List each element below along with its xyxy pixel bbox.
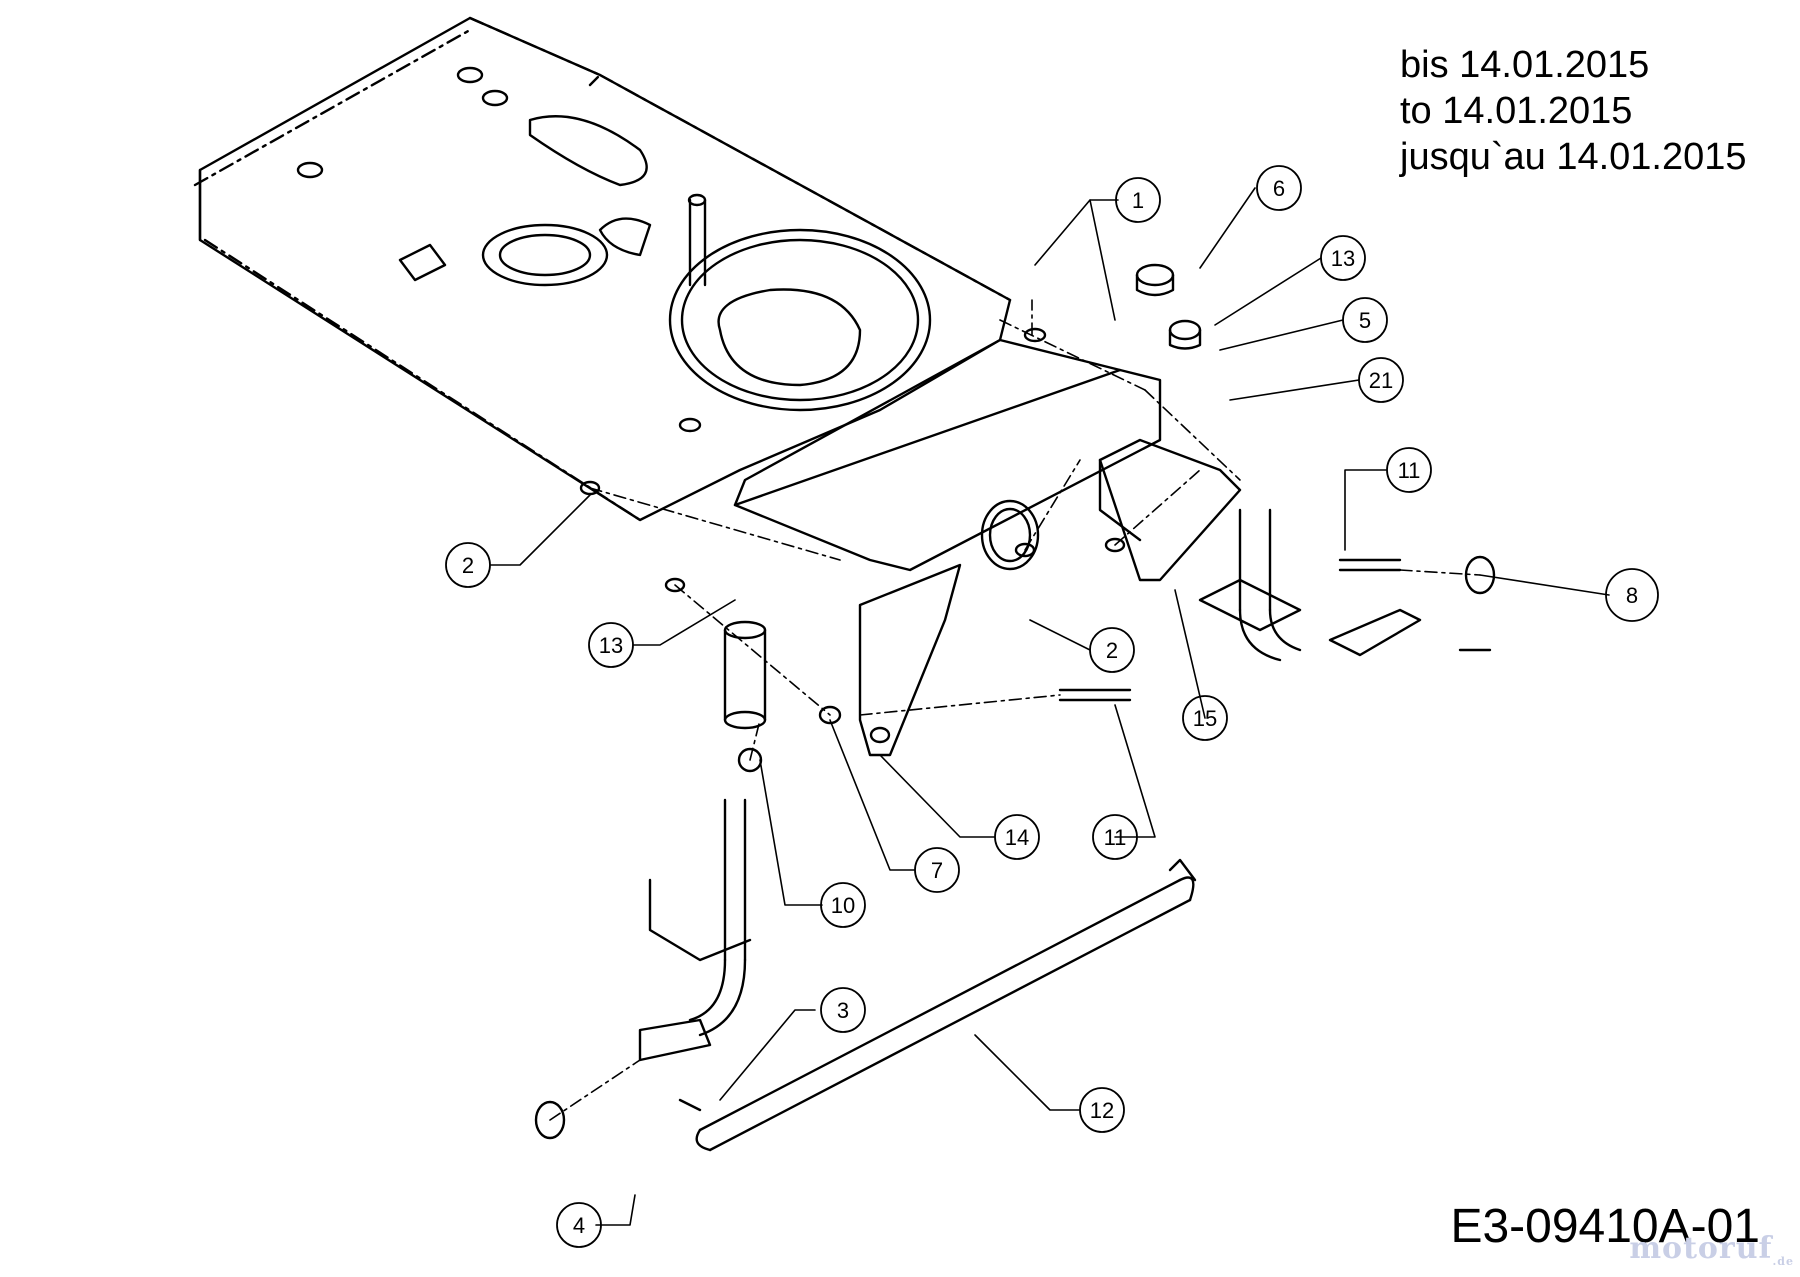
callout-label: 2 <box>1106 638 1118 663</box>
callout-label: 14 <box>1005 825 1029 850</box>
leader-lines <box>489 187 1610 1226</box>
support-bracket-left <box>858 563 962 757</box>
assembly-lines <box>549 299 1481 1121</box>
hardware-parts <box>534 263 1496 1140</box>
callout-label: 10 <box>831 893 855 918</box>
callout-label: 1 <box>1132 188 1144 213</box>
validity-note-line: to 14.01.2015 <box>1400 90 1633 132</box>
callout-label: 7 <box>931 858 943 883</box>
spindle-right <box>1198 508 1422 662</box>
callout-labels: 1 6 13 5 21 11 8 2 13 2 15 14 11 10 7 3 … <box>462 176 1638 1238</box>
watermark: motoruf.de <box>1629 1231 1794 1268</box>
watermark-text: motoruf <box>1629 1231 1773 1266</box>
callout-label: 2 <box>462 553 474 578</box>
drawing-code: E3-09410A-01 <box>1450 1200 1760 1253</box>
validity-note-line: jusqu`au 14.01.2015 <box>1400 136 1747 178</box>
support-bracket-right <box>1098 438 1242 582</box>
watermark-suffix: .de <box>1772 1255 1794 1268</box>
callout-label: 5 <box>1359 308 1371 333</box>
callout-label: 12 <box>1090 1098 1114 1123</box>
callout-label: 13 <box>1331 246 1355 271</box>
validity-note: bis 14.01.2015 to 14.01.2015 jusqu`au 14… <box>1400 42 1747 180</box>
callout-label: 3 <box>837 998 849 1023</box>
callout-label: 15 <box>1193 706 1217 731</box>
spindle-left <box>638 620 767 1062</box>
callout-label: 4 <box>573 1213 585 1238</box>
callout-label: 21 <box>1369 368 1393 393</box>
callout-label: 11 <box>1398 458 1421 483</box>
callout-label: 8 <box>1626 583 1638 608</box>
callout-label: 13 <box>599 633 623 658</box>
callout-label: 11 <box>1104 825 1127 850</box>
front-axle-beam <box>733 338 1162 572</box>
chassis-frame <box>193 16 1012 522</box>
callout-label: 6 <box>1273 176 1285 201</box>
validity-note-line: bis 14.01.2015 <box>1400 44 1650 86</box>
tie-rod <box>695 858 1197 1152</box>
callout-circles <box>445 165 1659 1248</box>
